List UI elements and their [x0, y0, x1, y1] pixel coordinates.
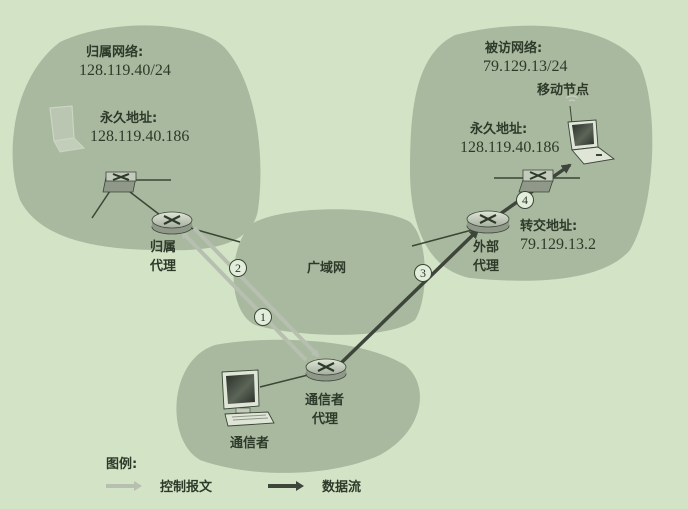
visited-switch-icon: [518, 169, 554, 193]
control-arrow-2: [192, 226, 320, 358]
foreign-agent-router-icon: [466, 210, 510, 234]
step-1-marker: 1: [254, 308, 272, 326]
step-3-marker: 3: [414, 264, 432, 282]
care-of-address-label: 转交地址:: [520, 219, 578, 234]
data-arrow-swatch-icon: [268, 480, 304, 491]
visited-permanent-address: 128.119.40.186: [460, 139, 560, 156]
home-permanent-address: 128.119.40.186: [90, 128, 190, 145]
home-network-prefix: 128.119.40/24: [79, 62, 171, 79]
visited-network-prefix: 79.129.13/24: [483, 58, 568, 75]
correspondent-agent-label-line2: 代理: [312, 412, 339, 427]
wan-region: [233, 209, 425, 335]
correspondent-agent-router-icon: [305, 358, 347, 382]
care-of-address: 79.129.13.2: [520, 236, 596, 253]
home-switch-wire-left: [91, 190, 111, 219]
correspondent-label: 通信者: [230, 436, 270, 451]
home-switch-icon: [102, 171, 137, 193]
foreign-agent-label-line2: 代理: [473, 259, 500, 274]
home-laptop-ghost-icon: [49, 105, 86, 153]
mobile-node-label: 移动节点: [537, 83, 590, 98]
foreign-agent-to-wan-wire: [411, 229, 473, 247]
step-4-marker: 4: [516, 191, 534, 209]
home-permanent-address-label: 永久地址:: [100, 111, 158, 126]
home-agent-label-line1: 归属: [150, 240, 177, 255]
correspondent-to-agent-wire: [259, 373, 313, 388]
correspondent-network-region: [176, 339, 420, 473]
visited-permanent-address-label: 永久地址:: [470, 122, 528, 137]
mobile-node-laptop-icon: [565, 95, 616, 165]
legend-control-label: 控制报文: [160, 480, 213, 495]
home-agent-router-icon: [151, 211, 193, 235]
home-switch-to-agent-wire: [129, 191, 161, 216]
correspondent-agent-label-line1: 通信者: [305, 393, 345, 408]
data-arrow-3: [336, 228, 480, 368]
wan-label: 广域网: [307, 261, 347, 276]
correspondent-computer-icon: [221, 369, 275, 427]
visited-network-title: 被访网络:: [485, 41, 543, 56]
legend-control-item: 控制报文: [106, 476, 212, 495]
step-2-marker: 2: [229, 259, 247, 277]
home-agent-label-line2: 代理: [150, 259, 177, 274]
legend-data-label: 数据流: [322, 480, 362, 495]
legend-title: 图例:: [106, 457, 138, 472]
home-network-title: 归属网络:: [86, 45, 144, 60]
home-network-region: [12, 25, 261, 251]
control-arrow-swatch-icon: [106, 480, 142, 491]
foreign-agent-label-line1: 外部: [473, 240, 500, 255]
control-arrow-1: [180, 230, 308, 362]
legend-data-item: 数据流: [268, 476, 361, 495]
